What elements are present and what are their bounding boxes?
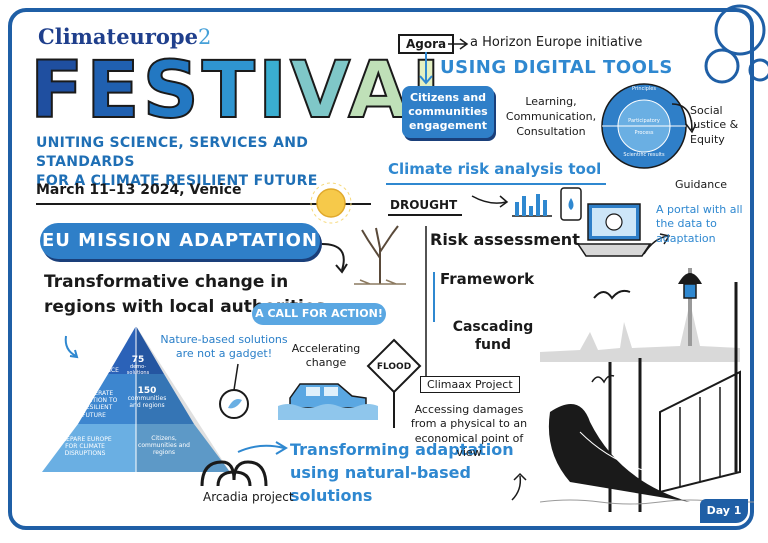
festival-letter-0: F: [29, 46, 87, 136]
down-arrow-icon: [64, 335, 79, 359]
pyramid-top-count-label: demo-solutions: [126, 364, 150, 377]
climaax-project-label: Climaax Project: [420, 376, 520, 393]
brand-logo: Climateurope2: [38, 24, 211, 49]
laptop-icon: [576, 203, 652, 257]
venice-gondola-illustration: [540, 268, 754, 512]
participatory-circle-diagram: [601, 83, 687, 169]
cascading-fund-text: Cascading fund: [452, 319, 534, 354]
using-digital-tools-title: USING DIGITAL TOOLS: [440, 57, 673, 78]
festival-subtitle: UNITING SCIENCE, SERVICES AND STANDARDS …: [36, 134, 396, 191]
climate-risk-tool-title: Climate risk analysis tool: [388, 160, 602, 178]
accelerating-change-text: Accelerating change: [291, 342, 361, 369]
arrow-chart-icon: [471, 195, 509, 208]
day-badge: Day 1: [700, 499, 748, 523]
pyramid-bottom-count-label: Citizens, communities and regions: [138, 435, 190, 456]
mission-pyramid: [42, 326, 230, 472]
festival-title: FESTIVAL: [29, 51, 464, 131]
nature-based-note: Nature-based solutions are not a gadget!: [160, 333, 288, 361]
arrow-social-icon: [671, 103, 696, 134]
pyramid-bottom-label: PREPARE EUROPE FOR CLIMATE DISRUPTIONS: [58, 436, 112, 458]
festival-dates: March 11–13 2024, Venice: [36, 182, 242, 198]
arrow-up-icon: [511, 472, 527, 501]
flood-sign-label: FLOOD: [376, 362, 412, 372]
circle-bottom-label: Scientific results: [623, 152, 665, 158]
arrow-portal-icon: [643, 233, 671, 255]
arcadia-project-label: Arcadia project: [203, 490, 294, 504]
citizens-engagement-box: Citizens and communities engagement: [402, 86, 494, 138]
pyramid-middle-label: ACCELERATE TRANSITION TO A RESILIENT FUT…: [70, 390, 118, 419]
risk-assessment-text: Risk assessment: [430, 230, 580, 249]
medal-icon: [219, 363, 249, 419]
pyramid-middle-count-label: communities and regions: [127, 395, 167, 410]
poster-frame: [8, 8, 754, 530]
brand-suffix: 2: [197, 25, 212, 49]
pyramid-middle-number: 150: [137, 386, 157, 396]
arrow-down-icon: [419, 52, 433, 85]
arrow-right-small-icon: [448, 38, 469, 50]
bar-chart-icon: [512, 194, 552, 217]
arrow-right-icon: [237, 441, 288, 455]
pyramid-middle-count: 150 communities and regions: [122, 386, 172, 410]
subtitle-line-1: UNITING SCIENCE, SERVICES AND STANDARDS: [36, 135, 309, 170]
circle-middle-label: Participatory: [628, 118, 660, 124]
guidance-text: Guidance: [675, 178, 728, 191]
circle-inner-label: Process: [634, 130, 654, 136]
learning-communication-text: Learning, Communication, Consultation: [505, 95, 597, 138]
arcadia-logo: [200, 460, 268, 487]
accessing-damages-text: Accessing damages from a physical to an …: [410, 403, 528, 459]
festival-letter-4: I: [257, 46, 291, 136]
transforming-adaptation-text: Transforming adaptation using natural-ba…: [290, 440, 514, 506]
framework-text: Framework: [440, 270, 535, 288]
pyramid-top-label: BUILD RESILIENCE: [84, 360, 119, 375]
tool-connector-lines: [425, 226, 435, 378]
pyramid-top-count: 75 demo-solutions: [120, 355, 156, 377]
portal-text: A portal with all the data to adaptation: [656, 203, 743, 245]
flood-sign-icon: [366, 338, 422, 428]
subtitle-line-2: FOR A CLIMATE RESILIENT FUTURE: [36, 172, 318, 189]
flooded-car-icon: [278, 383, 378, 420]
social-justice-text: Social Justice & Equity: [690, 104, 739, 146]
agora-label: Agora: [398, 34, 455, 54]
dates-underline: [36, 203, 371, 205]
call-for-action-badge: A CALL FOR ACTION!: [252, 303, 386, 325]
circle-outer-label: Principles: [632, 86, 656, 92]
pyramid-top-number: 75: [131, 355, 145, 365]
horizon-europe-text: a Horizon Europe initiative: [470, 35, 643, 50]
drought-underline: [388, 214, 462, 216]
sun-icon: [310, 182, 352, 224]
eu-mission-banner: EU MISSION ADAPTATION: [40, 223, 320, 259]
decorative-circles: [704, 4, 768, 84]
festival-letter-5: V: [289, 46, 349, 136]
festival-letter-1: E: [85, 46, 143, 136]
climate-tool-underline: [386, 183, 606, 185]
festival-letter-6: A: [347, 46, 412, 136]
phone-icon: [560, 187, 582, 221]
dry-tree-icon: [354, 225, 406, 285]
festival-letter-2: S: [142, 46, 202, 136]
brand-name: Climateurope: [38, 24, 198, 49]
curved-arrow-icon: [321, 243, 348, 274]
seagull-small-icon: [591, 374, 615, 384]
seagull-icon: [593, 289, 631, 300]
festival-letter-3: T: [201, 46, 258, 136]
drought-label: DROUGHT: [390, 198, 458, 212]
